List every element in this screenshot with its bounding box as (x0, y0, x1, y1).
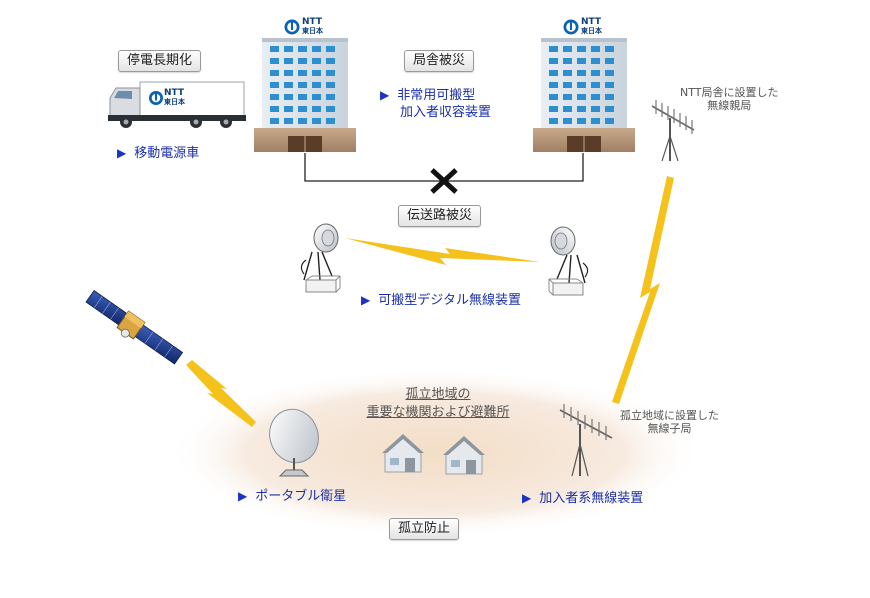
parabolic-antenna-icon (548, 226, 589, 296)
lightning-link-icon (345, 238, 540, 265)
note-isolated-slave-station: 孤立地域に設置した 無線子局 (620, 409, 719, 435)
isolated-area-title: 孤立地域の 重要な機関および避難所 (366, 387, 510, 420)
isolated-area-ground (167, 368, 703, 538)
label-power-outage: 停電長期化 (118, 50, 202, 72)
arrow-icon: ▶ (361, 293, 371, 307)
item-emergency-portable-unit: ▶非常用可搬型 加入者収容装置 (380, 88, 492, 120)
parabolic-antenna-icon (300, 223, 341, 293)
ntt-logo-text: NTT 東日本 (164, 88, 185, 107)
label-building-damage: 局舎被災 (404, 50, 475, 72)
arrow-icon: ▶ (522, 491, 532, 505)
arrow-icon: ▶ (380, 88, 390, 102)
satellite-dish-icon (269, 408, 319, 477)
building-icon (254, 38, 356, 152)
yagi-antenna-icon (559, 404, 613, 477)
label-isolation-prevention: 孤立防止 (389, 518, 460, 540)
ntt-logo-text: NTT 東日本 (581, 17, 602, 36)
item-portable-satellite: ▶ポータブル衛星 (238, 489, 347, 504)
item-mobile-power-car: ▶移動電源車 (117, 146, 200, 161)
ntt-logo (563, 19, 579, 35)
satellite-icon (85, 290, 184, 365)
lightning-link-icon (186, 360, 256, 427)
yagi-antenna-icon (651, 100, 695, 162)
transmission-line (304, 153, 584, 182)
lightning-link-icon (612, 176, 674, 404)
item-subscriber-radio: ▶加入者系無線装置 (522, 491, 644, 506)
house-icon (443, 436, 485, 475)
ntt-logo-text: NTT 東日本 (302, 17, 323, 36)
item-portable-digital-radio: ▶可搬型デジタル無線装置 (361, 293, 521, 308)
truck-icon (108, 81, 246, 128)
arrow-icon: ▶ (238, 489, 248, 503)
building-icon (533, 38, 635, 152)
arrow-icon: ▶ (117, 146, 127, 160)
cross-mark-icon (430, 168, 458, 194)
label-transmission-damage: 伝送路被災 (398, 205, 482, 227)
note-ntt-master-station: NTT局舎に設置した 無線親局 (680, 86, 779, 112)
house-icon (382, 434, 424, 473)
ntt-logo (284, 19, 300, 35)
